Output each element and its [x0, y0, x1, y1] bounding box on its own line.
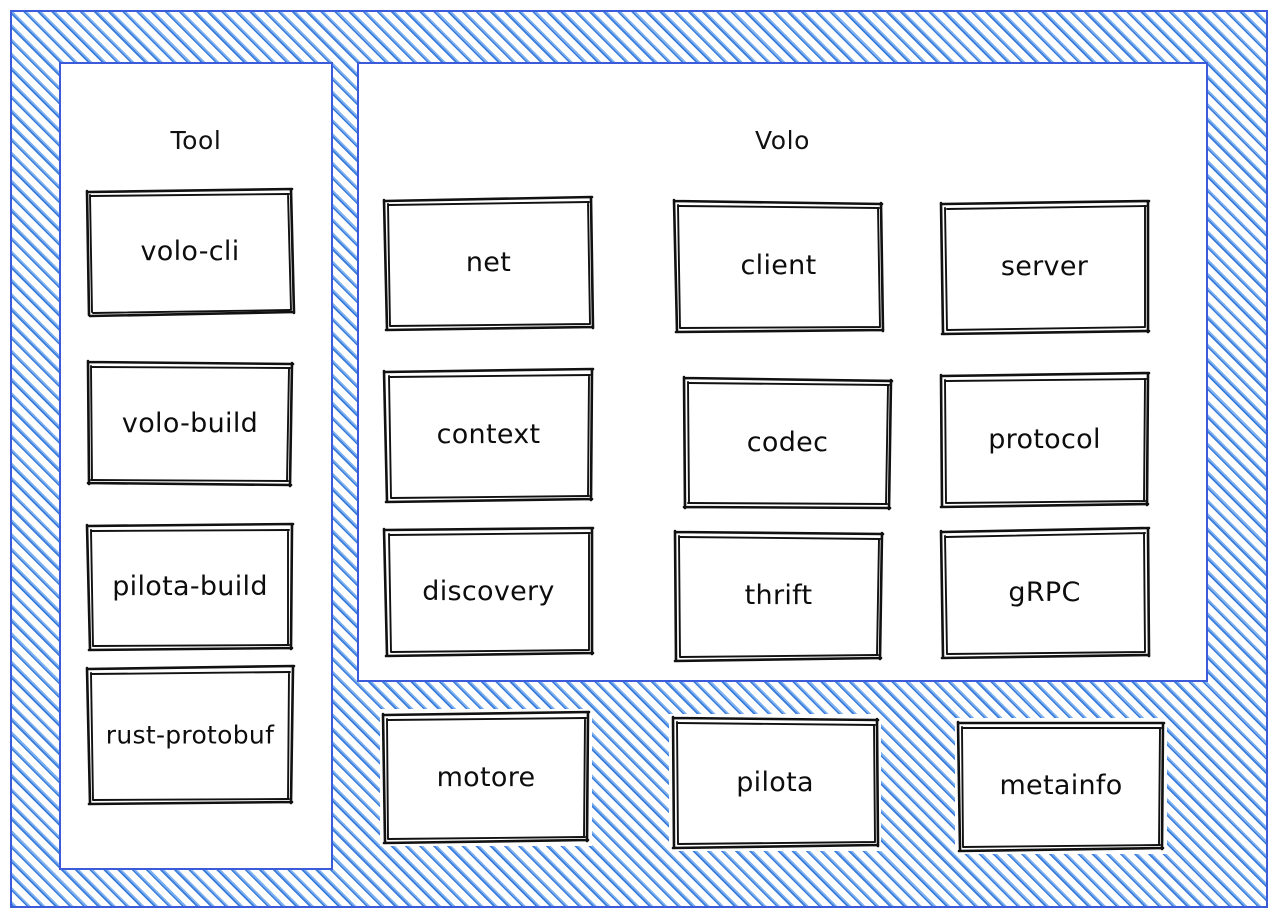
bottom-box-motore[interactable]: motore — [380, 709, 592, 846]
volo-box-server[interactable]: server — [937, 196, 1152, 337]
tool-box-rust-protobuf[interactable]: rust-protobuf — [84, 662, 296, 807]
box-label: thrift — [744, 579, 813, 611]
box-label: net — [465, 246, 512, 278]
tool-box-pilota-build[interactable]: pilota-build — [84, 520, 296, 653]
box-label: metainfo — [999, 770, 1123, 802]
tool-panel-title: Tool — [170, 126, 222, 155]
volo-box-client[interactable]: client — [671, 195, 886, 336]
box-label: pilota — [736, 766, 814, 798]
box-label: pilota-build — [112, 570, 268, 602]
box-label: motore — [436, 761, 536, 793]
volo-box-codec[interactable]: codec — [680, 372, 895, 513]
box-label: rust-protobuf — [105, 719, 275, 749]
box-label: volo-build — [121, 407, 259, 439]
volo-box-grpc[interactable]: gRPC — [937, 524, 1152, 661]
volo-box-protocol[interactable]: protocol — [937, 369, 1152, 510]
tool-box-volo-cli[interactable]: volo-cli — [84, 185, 296, 318]
diagram-outer-container: Tool Volo volo-cli volo-build pilota-bui… — [10, 10, 1268, 908]
volo-box-discovery[interactable]: discovery — [381, 524, 596, 659]
box-label: discovery — [422, 575, 555, 607]
box-label: volo-cli — [140, 235, 240, 267]
volo-box-context[interactable]: context — [381, 364, 596, 505]
bottom-box-pilota[interactable]: pilota — [669, 714, 881, 851]
volo-box-thrift[interactable]: thrift — [671, 527, 886, 664]
volo-box-net[interactable]: net — [381, 192, 596, 333]
box-label: gRPC — [1008, 576, 1081, 608]
volo-panel-title: Volo — [754, 126, 811, 155]
box-label: server — [1000, 250, 1089, 282]
bottom-box-metainfo[interactable]: metainfo — [955, 718, 1167, 854]
box-label: protocol — [988, 423, 1101, 455]
tool-box-volo-build[interactable]: volo-build — [84, 357, 296, 490]
box-label: client — [740, 249, 817, 281]
box-label: codec — [746, 426, 829, 458]
box-label: context — [436, 418, 541, 450]
